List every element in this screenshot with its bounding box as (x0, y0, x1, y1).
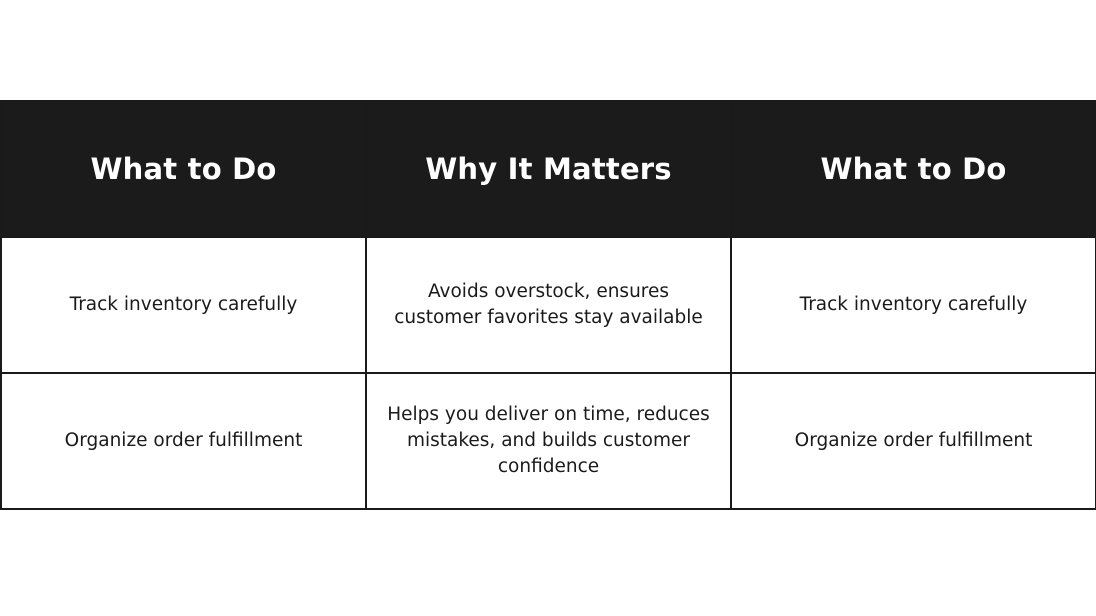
table-row: Track inventory carefully Avoids oversto… (0, 236, 1096, 374)
table-cell: Track inventory carefully (730, 236, 1096, 374)
table-body: Track inventory carefully Avoids oversto… (0, 236, 1096, 510)
table-cell: Organize order fulfillment (0, 372, 367, 510)
comparison-table: What to Do Why It Matters What to Do Tra… (0, 100, 1096, 510)
table-header: What to Do Why It Matters What to Do (0, 100, 1096, 238)
table-cell: Helps you deliver on time, reduces mista… (365, 372, 732, 510)
comparison-table-container: What to Do Why It Matters What to Do Tra… (0, 100, 1096, 510)
header-row: What to Do Why It Matters What to Do (0, 100, 1096, 238)
header-cell-what-to-do-2: What to Do (730, 100, 1096, 238)
table-row: Organize order fulfillment Helps you del… (0, 372, 1096, 510)
table-cell: Organize order fulfillment (730, 372, 1096, 510)
header-cell-what-to-do: What to Do (0, 100, 367, 238)
table-cell: Track inventory carefully (0, 236, 367, 374)
table-cell: Avoids overstock, ensures customer favor… (365, 236, 732, 374)
header-cell-why-it-matters: Why It Matters (365, 100, 732, 238)
